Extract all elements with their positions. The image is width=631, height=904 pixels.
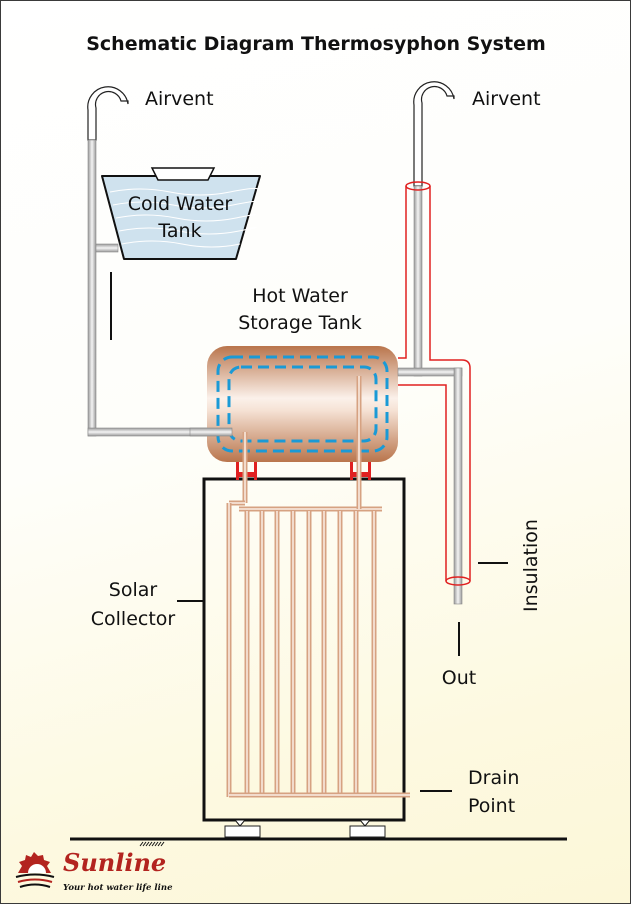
cold-water-tank — [101, 167, 261, 260]
heat-exchanger-inner — [227, 365, 378, 443]
airvent-right-label: Airvent — [472, 88, 541, 110]
right-airvent-icon — [413, 81, 455, 187]
sun-icon — [15, 852, 55, 888]
drain-point-label-line1: Drain — [468, 767, 519, 789]
solar-collector-label-line1: Solar — [109, 579, 158, 601]
heat-exchanger-outer — [216, 355, 389, 453]
ground-hatch — [139, 841, 165, 847]
insulation-label: Insulation — [520, 519, 542, 612]
hot-water-tank-label-line1: Hot Water — [252, 285, 348, 307]
out-label: Out — [442, 667, 476, 689]
insulation-sleeve — [398, 181, 471, 586]
diagram-title: Schematic Diagram Thermosyphon System — [86, 33, 546, 55]
sunline-logo: Sunline Your hot water life line — [15, 848, 173, 893]
collector-supports — [224, 819, 386, 838]
hot-water-outlet-pipe — [397, 185, 463, 605]
cold-water-tank-label-line2: Tank — [157, 220, 201, 242]
left-airvent-icon — [87, 86, 129, 141]
hot-water-storage-tank — [207, 346, 398, 462]
collector-tube-array — [226, 376, 410, 798]
solar-collector — [202, 477, 406, 822]
cold-water-tank-label-line1: Cold Water — [128, 193, 233, 215]
brand-tagline: Your hot water life line — [63, 883, 173, 893]
solar-collector-label-line2: Collector — [91, 608, 176, 630]
hot-water-tank-label-line2: Storage Tank — [238, 312, 362, 334]
connector-flanges — [236, 462, 371, 480]
brand-name: Sunline — [63, 848, 166, 877]
drain-point-label-line2: Point — [468, 795, 515, 817]
airvent-left-label: Airvent — [145, 88, 214, 110]
